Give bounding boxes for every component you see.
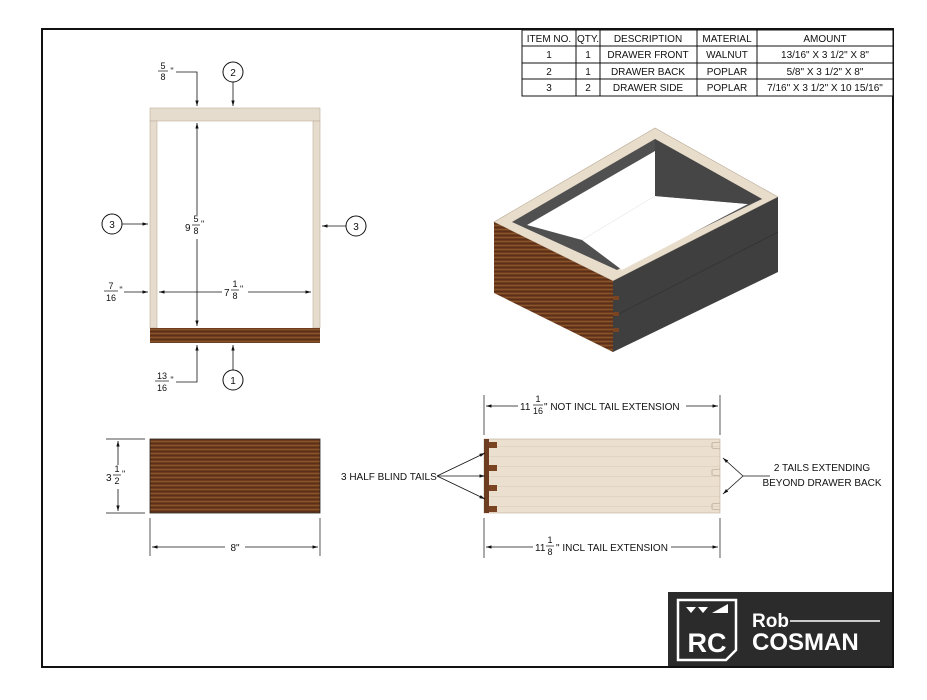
dimension-text: 1 xyxy=(230,376,236,387)
cell: POPLAR xyxy=(707,67,748,78)
cell: 7/16" X 3 1/2" X 10 15/16" xyxy=(767,83,883,94)
dimension-text: 2 xyxy=(114,476,119,486)
parts-table: ITEM NO. QTY. DESCRIPTION MATERIAL AMOUN… xyxy=(521,29,894,97)
dimension-text: 7 xyxy=(224,288,230,299)
dimension-text: 16 xyxy=(533,406,543,416)
cell: DRAWER FRONT xyxy=(607,50,688,61)
note-tails-extending-1: 2 TAILS EXTENDING xyxy=(774,463,871,474)
iso-drawer-front xyxy=(494,222,613,352)
dim-length-incl: 11 1 8 " INCL TAIL EXTENSION xyxy=(535,535,668,557)
logo-monogram: RC xyxy=(688,628,727,658)
dim-front-thickness: 13 16 " xyxy=(155,371,174,393)
dimension-text: 13 xyxy=(157,371,167,381)
dimension-text: 5 xyxy=(160,61,165,71)
balloon-3-right xyxy=(345,215,367,237)
dimension-text: 8 xyxy=(232,291,237,301)
drawer-side-right xyxy=(312,120,321,329)
dimension-text: " xyxy=(170,375,173,385)
dimension-text: 1 xyxy=(535,394,540,404)
dimension-text: 3 xyxy=(353,222,359,233)
dim-width: 8" xyxy=(230,543,240,554)
logo-first-name: Rob xyxy=(752,611,789,632)
cell: WALNUT xyxy=(706,50,748,61)
dim-inside-depth: 9 5 8 " xyxy=(185,214,204,236)
dimension-text: " xyxy=(119,285,122,295)
table-row: 3 2 DRAWER SIDE POPLAR 7/16" X 3 1/2" X … xyxy=(546,83,883,94)
dim-back-thickness: 5 8 " xyxy=(158,61,174,82)
side-view: 11 1 16 " NOT INCL TAIL EXTENSION 11 1 8… xyxy=(341,394,882,559)
dimension-text: 16 xyxy=(106,293,116,303)
dimension-text: " xyxy=(122,469,125,479)
cell: 1 xyxy=(585,50,591,61)
rob-cosman-logo: RC Rob COSMAN xyxy=(668,592,892,666)
dimension-text: 8 xyxy=(547,547,552,557)
drawer-back xyxy=(149,107,321,122)
dim-height: 3 1 2 " xyxy=(106,464,125,486)
dimension-text: 16 xyxy=(157,383,167,393)
header-material: MATERIAL xyxy=(702,34,752,45)
dimension-text: 8 xyxy=(160,72,165,82)
cell: 2 xyxy=(546,67,552,78)
table-row: 1 1 DRAWER FRONT WALNUT 13/16" X 3 1/2" … xyxy=(546,50,869,61)
header-item-no: ITEM NO. xyxy=(527,34,571,45)
cell: 5/8" X 3 1/2" X 8" xyxy=(787,67,864,78)
balloon-3-left xyxy=(101,213,123,235)
balloon-1 xyxy=(222,369,244,391)
dimension-text: 1 xyxy=(232,279,237,289)
dimension-text: 11 xyxy=(520,402,531,413)
header-amount: AMOUNT xyxy=(803,34,846,45)
dimension-text: 3 xyxy=(109,220,115,231)
drawer-side-elevation xyxy=(483,438,721,514)
dimension-text: 11 xyxy=(535,543,546,554)
cell: 1 xyxy=(546,50,552,61)
balloon-2 xyxy=(222,61,244,83)
dimension-text: 9 xyxy=(185,223,191,234)
dimension-text: " xyxy=(201,219,204,229)
cell: 2 xyxy=(585,83,591,94)
table-row: 2 1 DRAWER BACK POPLAR 5/8" X 3 1/2" X 8… xyxy=(546,67,864,78)
header-qty: QTY. xyxy=(577,34,599,45)
cell: POPLAR xyxy=(707,83,748,94)
dimension-text: 1 xyxy=(547,535,552,545)
dimension-text: 7 xyxy=(108,281,113,291)
table-header: ITEM NO. QTY. DESCRIPTION MATERIAL AMOUN… xyxy=(527,34,847,45)
isometric-view xyxy=(493,127,779,352)
dimension-text: 1 xyxy=(114,464,119,474)
cell: DRAWER SIDE xyxy=(613,83,684,94)
note-half-blind-tails: 3 HALF BLIND TAILS xyxy=(341,472,437,483)
sheet-border xyxy=(41,28,894,668)
dimension-text: 5 xyxy=(193,214,198,224)
dimension-text: 8 xyxy=(193,226,198,236)
dim-inside-width: 7 1 8 " xyxy=(224,279,243,301)
header-description: DESCRIPTION xyxy=(614,34,682,45)
front-elevation xyxy=(149,438,321,514)
dim-side-thickness: 7 16 " xyxy=(104,281,123,303)
front-view: 3 1 2 " 8" xyxy=(104,438,321,556)
note-tails-extending-2: BEYOND DRAWER BACK xyxy=(762,478,881,489)
drawer-side-left xyxy=(149,120,158,329)
dimension-text: 2 xyxy=(230,68,236,79)
drawer-front xyxy=(150,328,320,343)
cell: 1 xyxy=(585,67,591,78)
dimension-text: " xyxy=(240,284,243,294)
dimension-text: 3 xyxy=(106,473,112,484)
cell: DRAWER BACK xyxy=(611,67,685,78)
dimension-text: " INCL TAIL EXTENSION xyxy=(556,543,668,554)
logo-last-name: COSMAN xyxy=(752,629,859,656)
dimension-text: " NOT INCL TAIL EXTENSION xyxy=(544,402,680,413)
cell: 3 xyxy=(546,83,552,94)
dim-length-not-incl: 11 1 16 " NOT INCL TAIL EXTENSION xyxy=(520,394,680,416)
top-view: 5 8 " 2 9 5 8 " 3 3 7 16 xyxy=(101,61,367,393)
dimension-text: " xyxy=(170,66,173,76)
cell: 13/16" X 3 1/2" X 8" xyxy=(781,50,869,61)
